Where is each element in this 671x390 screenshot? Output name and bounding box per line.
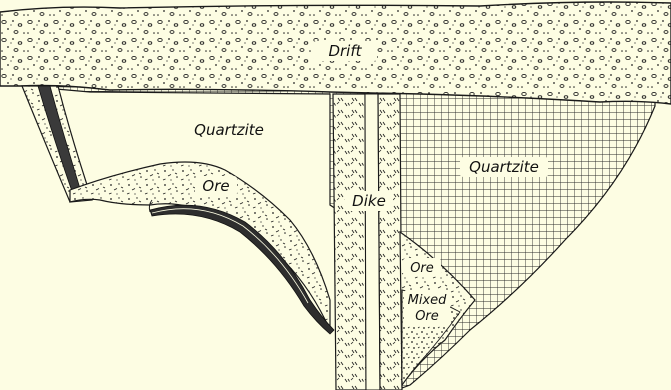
ore-right-label: Ore (410, 261, 434, 276)
ore-left-label: Ore (202, 177, 229, 195)
dike-wall-left (333, 94, 366, 390)
label-ore-left: Ore (195, 176, 237, 196)
quartzite-left-label: Quartzite (194, 121, 264, 139)
mixed-label-line2: Ore (415, 309, 439, 324)
quartzite-right-label: Quartzite (469, 158, 539, 176)
dike-label: Dike (352, 192, 386, 210)
dike-wall-right (378, 94, 402, 390)
label-mixed-ore: Mixed Ore (404, 290, 450, 326)
label-quartzite-left: Quartzite (185, 120, 273, 140)
mixed-label-line1: Mixed (408, 293, 448, 308)
label-ore-right: Ore (403, 258, 441, 276)
drift-label: Drift (328, 42, 362, 60)
label-dike: Dike (345, 191, 393, 211)
label-quartzite-right: Quartzite (460, 157, 548, 177)
label-drift: Drift (313, 41, 377, 61)
